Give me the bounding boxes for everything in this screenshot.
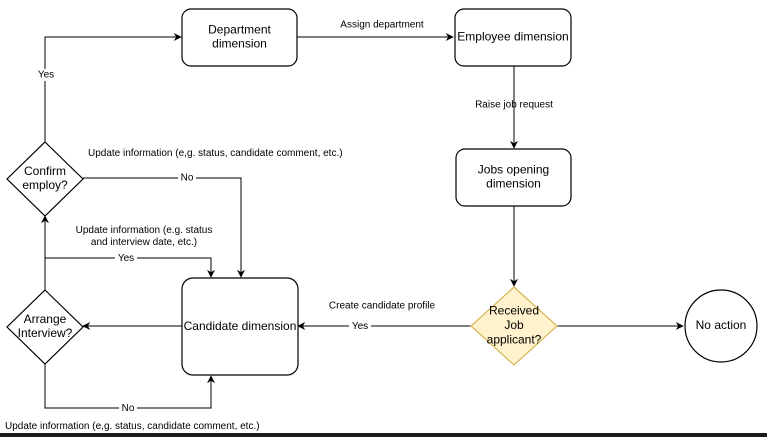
node-candidate-dimension[interactable] [181, 277, 299, 376]
edge-label-received-yes: Yes [352, 321, 368, 332]
edge-confirm-yes-to-department [44, 33, 182, 142]
node-jobs-opening-dimension[interactable] [455, 148, 572, 207]
node-confirm-employ-decision[interactable] [6, 141, 84, 217]
node-department-dimension[interactable] [181, 8, 298, 67]
node-no-action-label: No action [696, 318, 747, 332]
node-candidate-label: Candidate dimension [184, 319, 297, 333]
edge-label-arrange-yes: Yes [118, 253, 134, 264]
note-update-information-confirm: Update information (e,g. status, candida… [88, 148, 343, 159]
node-no-action[interactable] [684, 289, 758, 363]
edge-label-assign-department: Assign department [340, 20, 424, 31]
node-employee-label: Employee dimension [457, 30, 568, 44]
edge-label-create-candidate-profile: Create candidate profile [329, 301, 436, 312]
node-employee-dimension[interactable] [454, 8, 572, 67]
edge-label-raise-job-request: Raise job request [475, 100, 553, 111]
note-update-information-bottom: Update information (e,g. status, candida… [5, 421, 260, 432]
edge-label-confirm-no: No [181, 173, 194, 184]
node-received-job-applicant-decision[interactable] [470, 286, 558, 366]
node-arrange-interview-decision[interactable] [6, 289, 84, 365]
bottom-border [0, 433, 767, 437]
edge-label-arrange-no: No [122, 403, 135, 414]
edge-confirm-no-to-candidate [83, 177, 245, 278]
edge-label-confirm-yes: Yes [38, 70, 54, 81]
